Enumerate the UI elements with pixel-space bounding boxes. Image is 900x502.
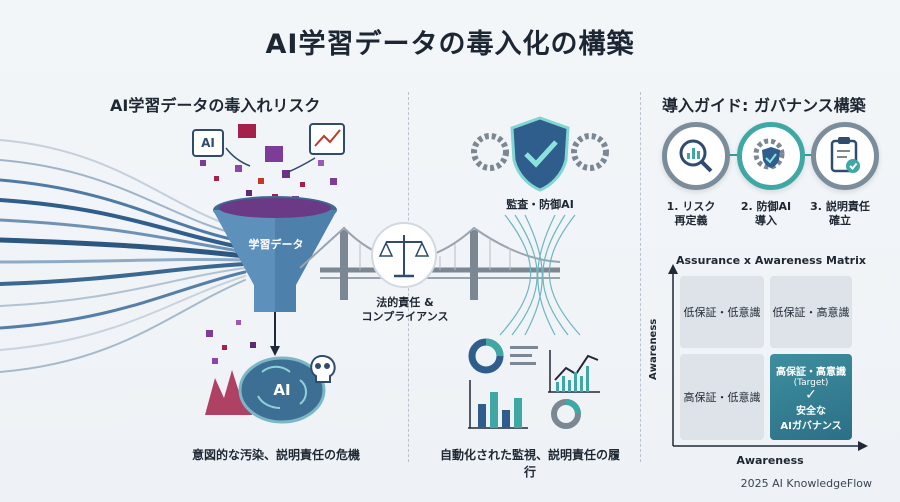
shield-label: 監査・防御AI xyxy=(506,198,574,211)
step-2-line2: 導入 xyxy=(755,214,777,227)
step-1-label: 1. リスク 再定義 xyxy=(652,200,730,228)
funnel xyxy=(213,196,337,356)
matrix-title: Assurance x Awareness Matrix xyxy=(676,254,866,267)
legal-label-line1: 法的責任 & xyxy=(376,296,434,309)
target-line2: (Target) xyxy=(793,377,829,388)
step-3-circle xyxy=(811,122,879,190)
dashboard-charts xyxy=(468,338,600,429)
data-streams xyxy=(0,139,248,373)
footer-credit: 2025 AI KnowledgeFlow xyxy=(740,477,872,490)
step-2-line1: 2. 防御AI xyxy=(740,200,792,213)
target-line1: 高保証・高意識 xyxy=(776,366,846,378)
page-title: AI学習データの毒入化の構築 xyxy=(265,29,635,60)
shield-gears xyxy=(471,116,609,192)
funnel-label: 学習データ xyxy=(248,238,304,251)
target-line4: AIガバナンス xyxy=(780,420,842,432)
step-3-line2: 確立 xyxy=(829,214,851,227)
middle-caption: 自動化された監視、説明責任の履行 xyxy=(440,448,621,479)
matrix-cell-top-left: 低保証・低意識 xyxy=(680,276,764,348)
source-icons xyxy=(192,123,345,173)
scale-of-justice-icon xyxy=(371,222,437,288)
section-divider-right xyxy=(640,92,641,462)
matrix-x-axis-label: Awareness xyxy=(736,454,804,467)
magnifier-chart-icon xyxy=(679,139,713,173)
step-2-label: 2. 防御AI 導入 xyxy=(727,200,805,228)
brain-graphic xyxy=(205,354,336,424)
matrix-cell-target: 高保証・高意識 (Target) ✓ 安全な AIガバナンス xyxy=(770,354,852,440)
clipboard-check-icon xyxy=(830,137,860,173)
legal-compliance-label: 法的責任 & コンプライアンス xyxy=(350,296,460,324)
right-section-heading: 導入ガイド: ガバナンス構築 xyxy=(662,96,866,115)
matrix-axes xyxy=(668,264,868,451)
brain-label: AI xyxy=(273,381,291,399)
left-caption: 意図的な汚染、説明責任の危機 xyxy=(191,448,360,462)
source-ai-badge: AI xyxy=(201,136,215,150)
matrix-cell-top-right: 低保証・高意識 xyxy=(770,276,852,348)
monitoring-streams xyxy=(499,214,581,336)
step-3-label: 3. 説明責任 確立 xyxy=(801,200,879,228)
step-1-circle xyxy=(662,122,730,190)
left-section-heading: AI学習データの毒入れリスク xyxy=(110,96,321,115)
matrix-cell-bottom-left: 高保証・低意識 xyxy=(680,354,764,440)
step-2-circle xyxy=(737,122,805,190)
legal-label-line2: コンプライアンス xyxy=(361,310,449,323)
step-3-line1: 3. 説明責任 xyxy=(810,200,870,213)
check-icon: ✓ xyxy=(805,386,817,403)
bridge xyxy=(299,226,561,300)
matrix-y-axis-label: Awareness xyxy=(648,318,659,380)
step-1-line2: 再定義 xyxy=(674,214,708,227)
target-line3: 安全な xyxy=(796,405,826,417)
gear-shield-icon xyxy=(753,138,785,170)
step-1-line1: 1. リスク xyxy=(666,200,716,213)
